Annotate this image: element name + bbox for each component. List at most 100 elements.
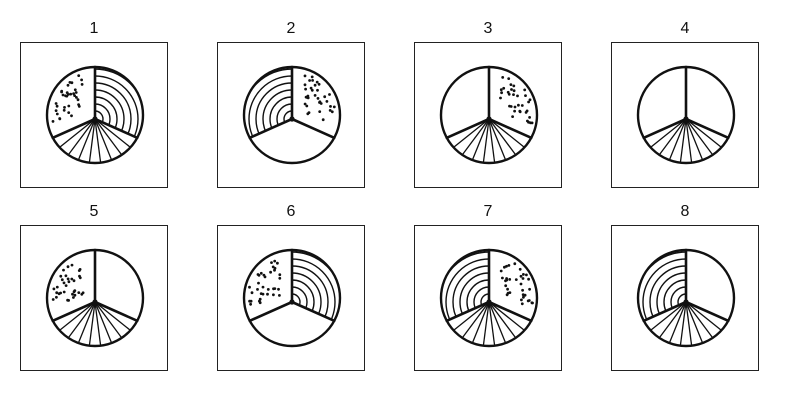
stipple-dot xyxy=(278,273,282,277)
stipple-dot xyxy=(522,295,525,299)
circle-outline xyxy=(636,65,736,165)
stipple-dot xyxy=(329,105,332,108)
stipple-dot xyxy=(78,276,82,280)
stipple-dot xyxy=(511,115,514,118)
radial-ray xyxy=(668,302,687,344)
circle-diagram xyxy=(439,65,539,165)
stipple-dot xyxy=(77,269,81,272)
sector-pattern-arcs xyxy=(638,250,686,321)
panel-frame xyxy=(217,225,365,371)
stipple-dot xyxy=(519,274,523,278)
stipple-dot xyxy=(75,96,78,99)
stipple-dot xyxy=(527,277,530,281)
panel-frame xyxy=(611,42,759,188)
stipple-dot xyxy=(513,109,516,113)
stipple-dot xyxy=(278,276,282,280)
stipple-dot xyxy=(72,279,76,283)
sector-divider xyxy=(445,300,491,323)
radial-ray xyxy=(453,119,490,148)
sector-divider xyxy=(290,300,336,323)
stipple-dot xyxy=(258,301,262,305)
stipple-dot xyxy=(248,285,251,289)
stipple-dot xyxy=(521,288,524,292)
concentric-arc xyxy=(642,258,686,321)
concentric-arc xyxy=(466,279,489,321)
stipple-dot xyxy=(318,110,322,113)
center-point xyxy=(289,299,295,305)
stipple-dot xyxy=(332,105,336,109)
stipple-dot xyxy=(67,280,71,284)
radial-ray xyxy=(488,119,496,163)
panel-frame xyxy=(20,42,168,188)
stipple-dot xyxy=(261,285,265,289)
stipple-dot xyxy=(528,116,531,119)
radial-ray xyxy=(685,119,693,163)
stipple-dot xyxy=(328,109,332,112)
panel-5: 5 xyxy=(20,200,168,371)
stipple-dot xyxy=(499,96,502,100)
panel-number: 7 xyxy=(483,203,493,220)
concentric-arc xyxy=(95,110,104,128)
stipple-dot xyxy=(266,288,270,291)
sector-pattern-dots xyxy=(303,74,336,122)
concentric-arc xyxy=(445,258,489,321)
stipple-dot xyxy=(318,100,322,104)
center-point xyxy=(486,299,492,305)
stipple-dot xyxy=(313,94,317,97)
radial-ray xyxy=(668,119,687,161)
sector-pattern-arcs xyxy=(244,67,292,138)
stipple-dot xyxy=(518,109,522,113)
circle-outline xyxy=(45,65,145,165)
concentric-arc xyxy=(677,293,686,311)
stipple-dot xyxy=(80,292,84,296)
sector-pattern-rays xyxy=(453,119,525,163)
sector-pattern-dots xyxy=(51,263,85,302)
stipple-dot xyxy=(510,88,513,91)
stipple-dot xyxy=(527,120,530,124)
concentric-arc xyxy=(95,75,139,138)
panel-1: 1 xyxy=(20,17,168,188)
radial-ray xyxy=(488,119,517,156)
concentric-arc xyxy=(95,82,132,138)
stipple-dot xyxy=(517,103,520,107)
stipple-dot xyxy=(66,93,70,96)
stipple-dot xyxy=(521,293,525,297)
concentric-arc xyxy=(292,265,329,321)
stipple-dot xyxy=(307,111,311,114)
radial-ray xyxy=(94,119,102,163)
stipple-dot xyxy=(73,293,77,297)
stipple-dot xyxy=(250,291,254,295)
stipple-dot xyxy=(507,92,511,96)
concentric-arc xyxy=(95,89,125,138)
stipple-dot xyxy=(58,117,62,120)
stipple-dot xyxy=(512,89,516,93)
stipple-dot xyxy=(60,89,64,93)
stipple-dot xyxy=(71,292,74,296)
panel-number: 4 xyxy=(680,20,690,37)
stipple-dot xyxy=(278,294,281,297)
radial-ray xyxy=(679,119,687,163)
stipple-dot xyxy=(277,287,280,291)
sector-divider xyxy=(248,117,294,140)
stipple-dot xyxy=(509,105,513,108)
stipple-dot xyxy=(503,265,506,269)
radial-ray xyxy=(67,302,96,339)
sector-pattern-dots xyxy=(51,74,84,123)
stipple-dot xyxy=(317,82,321,86)
stipple-dot xyxy=(73,94,76,97)
stipple-dot xyxy=(257,281,260,285)
stipple-dot xyxy=(303,74,307,78)
stipple-dot xyxy=(249,299,253,303)
radial-ray xyxy=(94,302,131,331)
radial-ray xyxy=(59,302,96,331)
stipple-dot xyxy=(508,291,512,294)
concentric-arc xyxy=(480,293,489,311)
concentric-arc xyxy=(262,89,292,138)
circle-outline xyxy=(439,65,539,165)
stipple-dot xyxy=(499,269,503,273)
radial-ray xyxy=(658,302,687,339)
stipple-dot xyxy=(272,293,275,297)
stipple-dot xyxy=(520,302,524,306)
stipple-dot xyxy=(310,88,314,92)
stipple-dot xyxy=(273,268,276,272)
